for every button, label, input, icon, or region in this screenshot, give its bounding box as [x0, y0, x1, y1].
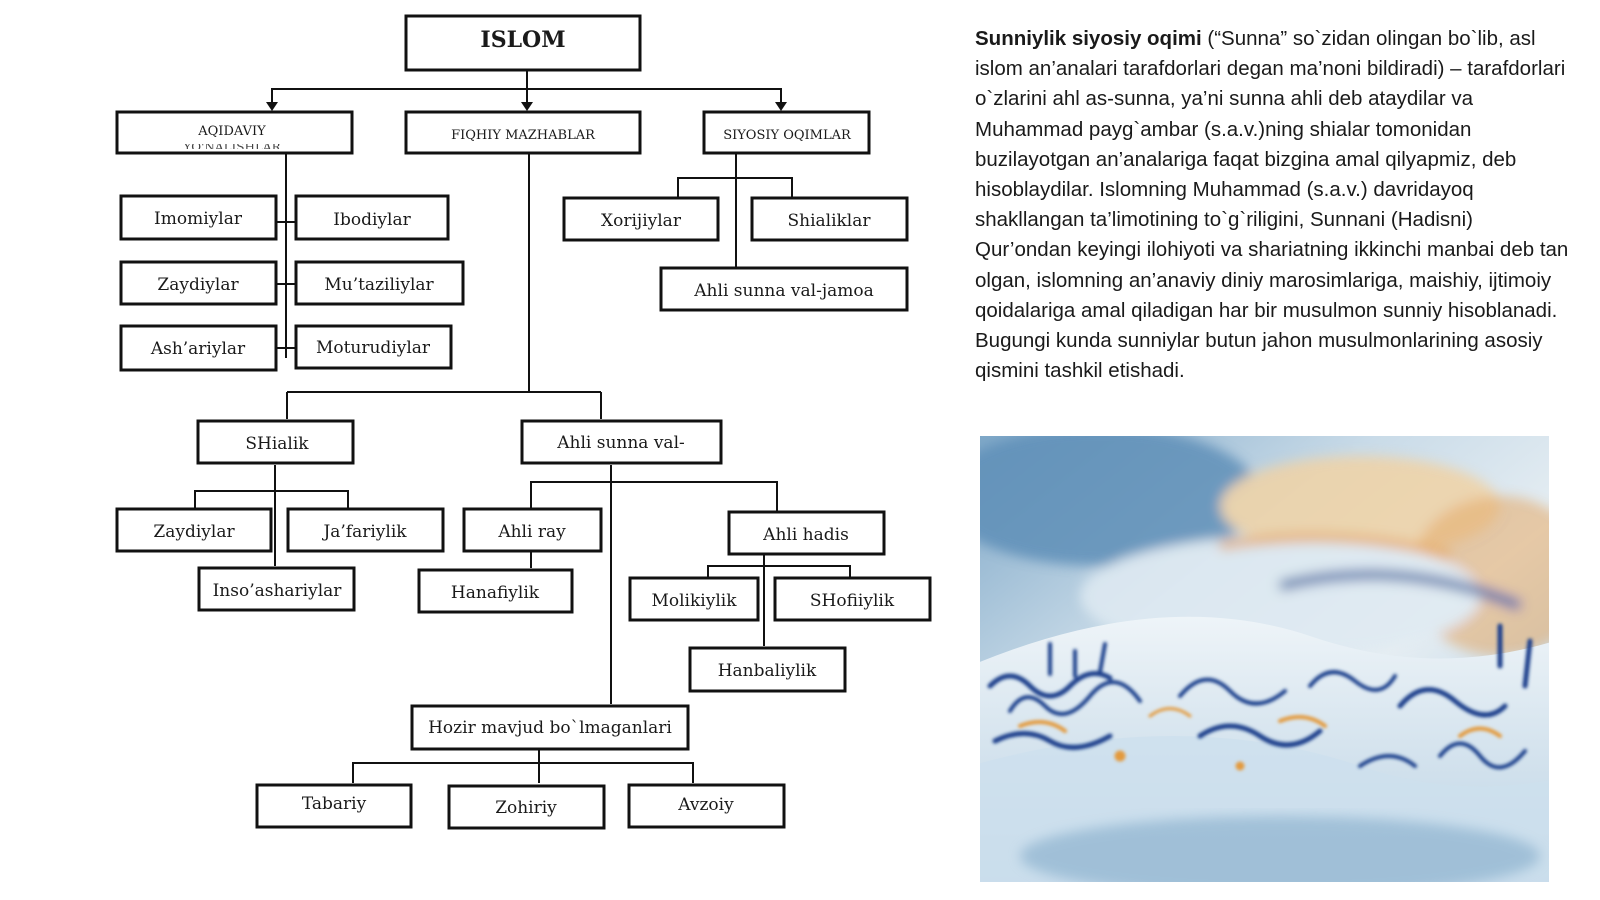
svg-text:Ahli sunna val-jamoa: Ahli sunna val-jamoa	[693, 281, 873, 301]
svg-text:Hanbaliylik: Hanbaliylik	[718, 661, 817, 681]
box-molikiylik: Molikiylik	[628, 576, 760, 622]
box-aqidaviy: AQIDAVIY	[115, 110, 354, 155]
box-shofiiylik: SHofiiylik	[773, 576, 932, 622]
svg-text:Imomiylar: Imomiylar	[154, 209, 243, 229]
box-fiqhiy: FIQHIY MAZHABLAR	[404, 110, 642, 155]
svg-text:Inso’ashariylar: Inso’ashariylar	[213, 581, 343, 601]
box-moturudiylar: Moturudiylar	[294, 324, 453, 370]
svg-text:Mu’taziliylar: Mu’taziliylar	[324, 275, 434, 295]
svg-text:ISLOM: ISLOM	[480, 27, 565, 53]
svg-text:Ahli ray: Ahli ray	[497, 522, 566, 542]
svg-text:Shialiklar: Shialiklar	[787, 211, 871, 231]
description-body: (“Sunna” so`zidan olingan bo`lib, asl is…	[975, 27, 1569, 383]
svg-text:Avzoiy: Avzoiy	[677, 795, 734, 815]
svg-text:Zaydiylar: Zaydiylar	[153, 522, 235, 542]
box-zohiriy: Zohiriy	[447, 784, 606, 830]
box-jafariylik: Ja’fariylik	[286, 507, 445, 553]
svg-text:Ahli sunna val-: Ahli sunna val-	[556, 433, 685, 453]
connectors	[194, 71, 851, 783]
box-shialik: SHialik	[196, 419, 355, 465]
box-zaydiylar-aqida: Zaydiylar	[119, 260, 278, 306]
svg-text:Molikiylik: Molikiylik	[651, 591, 737, 611]
description-heading: Sunniylik siyosiy oqimi	[975, 27, 1202, 50]
svg-text:Hozir mavjud bo`lmaganlari: Hozir mavjud bo`lmaganlari	[428, 718, 672, 738]
box-siyosiy: SIYOSIY OQIMLAR	[702, 110, 871, 155]
svg-text:SHialik: SHialik	[245, 434, 309, 454]
box-ibodiylar: Ibodiylar	[294, 194, 450, 241]
box-avzoiy: Avzoiy	[627, 783, 786, 829]
svg-text:Ahli hadis: Ahli hadis	[762, 525, 849, 545]
svg-text:Xorijiylar: Xorijiylar	[601, 211, 682, 231]
svg-text:Ash’ariylar: Ash’ariylar	[150, 339, 246, 359]
box-ahli-sunna-val: Ahli sunna val-	[520, 419, 723, 465]
box-tabariy: Tabariy	[255, 783, 413, 829]
box-hozir-mavjud: Hozir mavjud bo`lmaganlari	[410, 704, 690, 751]
box-imomiylar: Imomiylar	[119, 194, 278, 241]
box-islom: ISLOM	[404, 14, 642, 72]
svg-text:SHofiiylik: SHofiiylik	[810, 591, 895, 611]
islam-structure-diagram: ISLOM AQIDAVIY YO'NALISHLAR FIQHIY MAZHA…	[115, 14, 932, 830]
svg-text:Ja’fariylik: Ja’fariylik	[321, 522, 407, 542]
box-ahli-hadis: Ahli hadis	[727, 510, 886, 556]
svg-text:Moturudiylar: Moturudiylar	[316, 338, 431, 358]
svg-text:Tabariy: Tabariy	[302, 794, 367, 814]
box-insoashariylar: Inso’ashariylar	[197, 566, 356, 612]
box-zaydiylar-fiqh: Zaydiylar	[115, 507, 273, 553]
box-mutaziliylar: Mu’taziliylar	[294, 260, 465, 306]
svg-text:SIYOSIY OQIMLAR: SIYOSIY OQIMLAR	[723, 128, 852, 143]
svg-text:Zaydiylar: Zaydiylar	[157, 275, 239, 295]
aqidaviy-cut-label: YO'NALISHLAR	[182, 140, 281, 154]
quran-calligraphy-photo	[980, 436, 1549, 882]
box-shialiklar: Shialiklar	[750, 196, 909, 242]
box-hanafiylik: Hanafiylik	[417, 568, 574, 614]
box-hanbaliylik: Hanbaliylik	[688, 646, 847, 693]
svg-text:Zohiriy: Zohiriy	[495, 798, 557, 818]
box-ahli-ray: Ahli ray	[462, 507, 603, 553]
sunniylik-description: Sunniylik siyosiy oqimi (“Sunna” so`zida…	[975, 24, 1575, 386]
svg-text:AQIDAVIY: AQIDAVIY	[197, 124, 266, 139]
svg-text:FIQHIY MAZHABLAR: FIQHIY MAZHABLAR	[451, 128, 596, 143]
svg-text:Hanafiylik: Hanafiylik	[451, 583, 540, 603]
box-xorijiylar: Xorijiylar	[562, 196, 720, 242]
box-ahli-sunna-jamoa: Ahli sunna val-jamoa	[659, 266, 909, 312]
svg-text:Ibodiylar: Ibodiylar	[333, 210, 411, 230]
box-ashariylar: Ash’ariylar	[119, 324, 278, 372]
